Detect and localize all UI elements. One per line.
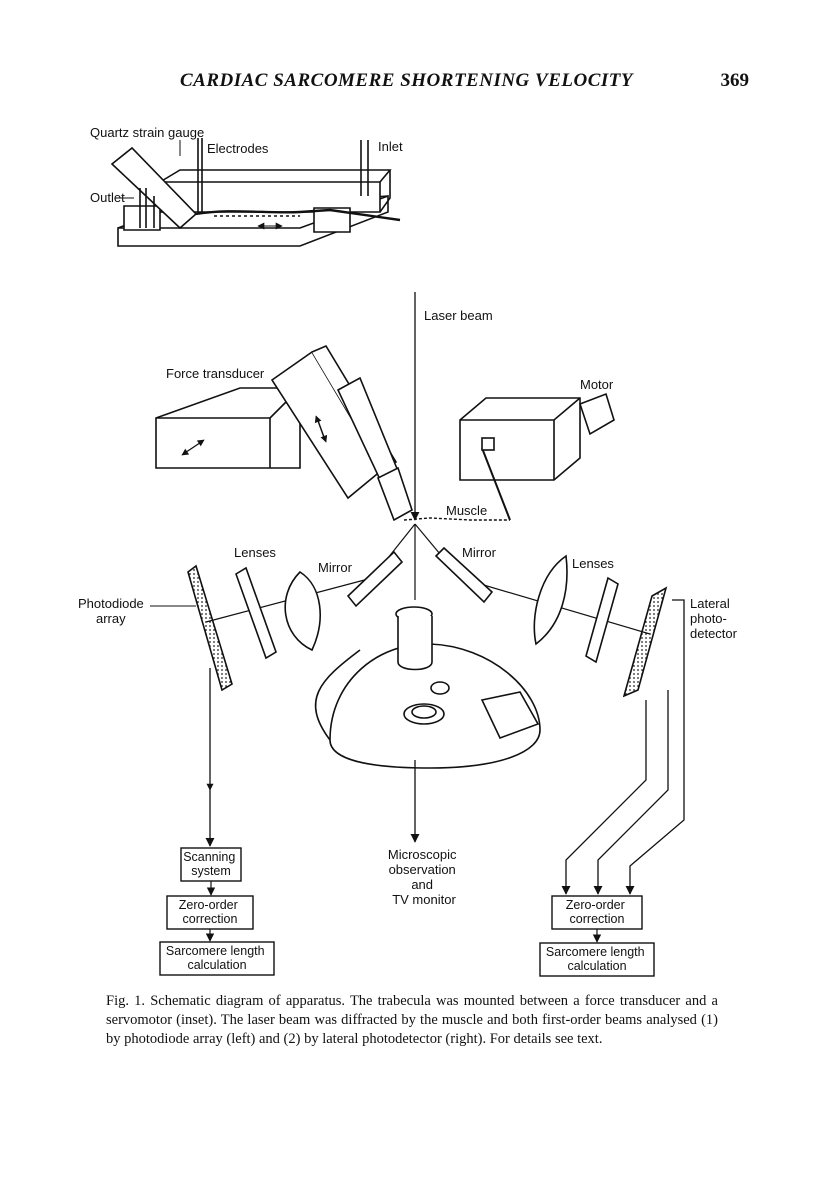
force-transducer-label: Force transducer: [166, 366, 265, 381]
left-flow: Scanning system Zero-order correction Sa…: [159, 847, 275, 976]
lens-right-2: [585, 576, 619, 664]
microscopic-observation-label: Microscopic observation and TV monitor: [388, 847, 460, 907]
lens-left-1: [284, 570, 321, 652]
lenses-right-label: Lenses: [572, 556, 614, 571]
outlet-label: Outlet: [90, 190, 125, 205]
svg-text:Zero-order correction: Zero-order correction: [566, 898, 629, 926]
photodiode-array-shape: [187, 564, 233, 692]
mirror-right-label: Mirror: [462, 545, 497, 560]
laser-beam-label: Laser beam: [424, 308, 493, 323]
inset-chamber-drawing: [110, 138, 401, 247]
running-title: CARDIAC SARCOMERE SHORTENING VELOCITY: [180, 70, 633, 91]
microscope-drawing: [314, 606, 541, 769]
lenses-left-label: Lenses: [234, 545, 276, 560]
right-sarcomere-length-box: [539, 942, 655, 977]
lens-left-2: [235, 566, 277, 660]
page-number: 369: [720, 70, 750, 91]
muscle-strip: [403, 517, 510, 521]
mirror-left-shape: [346, 550, 404, 608]
inlet-label: Inlet: [378, 139, 403, 154]
left-sarcomere-length-box: [159, 941, 275, 976]
motor-label: Motor: [580, 377, 614, 392]
lens-right-1: [533, 554, 568, 646]
electrodes-label: Electrodes: [207, 141, 269, 156]
lateral-photodetector-label: Lateral photo- detector: [690, 596, 738, 641]
left-zero-order-box: [166, 895, 254, 930]
motor-drawing: [459, 392, 615, 521]
quartz-strain-gauge-label: Quartz strain gauge: [90, 125, 204, 140]
lateral-photodetector-shape: [622, 586, 668, 698]
right-flow: Zero-order correction Sarcomere length c…: [539, 895, 655, 977]
force-transducer-drawing: [155, 344, 413, 522]
mirror-left-label: Mirror: [318, 560, 353, 575]
svg-text:Scanning system: Scanning system: [183, 850, 239, 878]
svg-text:Zero-order correction: Zero-order correction: [179, 898, 242, 926]
mirror-right-shape: [434, 546, 494, 604]
figure-caption: Fig. 1. Schematic diagram of apparatus. …: [106, 993, 718, 1047]
photodiode-array-label: Photodiode array: [78, 596, 147, 626]
muscle-label: Muscle: [446, 503, 487, 518]
svg-text:Sarcomere length calcula: Sarcomere length calculation: [546, 945, 648, 973]
svg-text:Sarcomere length calcula: Sarcomere length calculation: [166, 944, 268, 972]
